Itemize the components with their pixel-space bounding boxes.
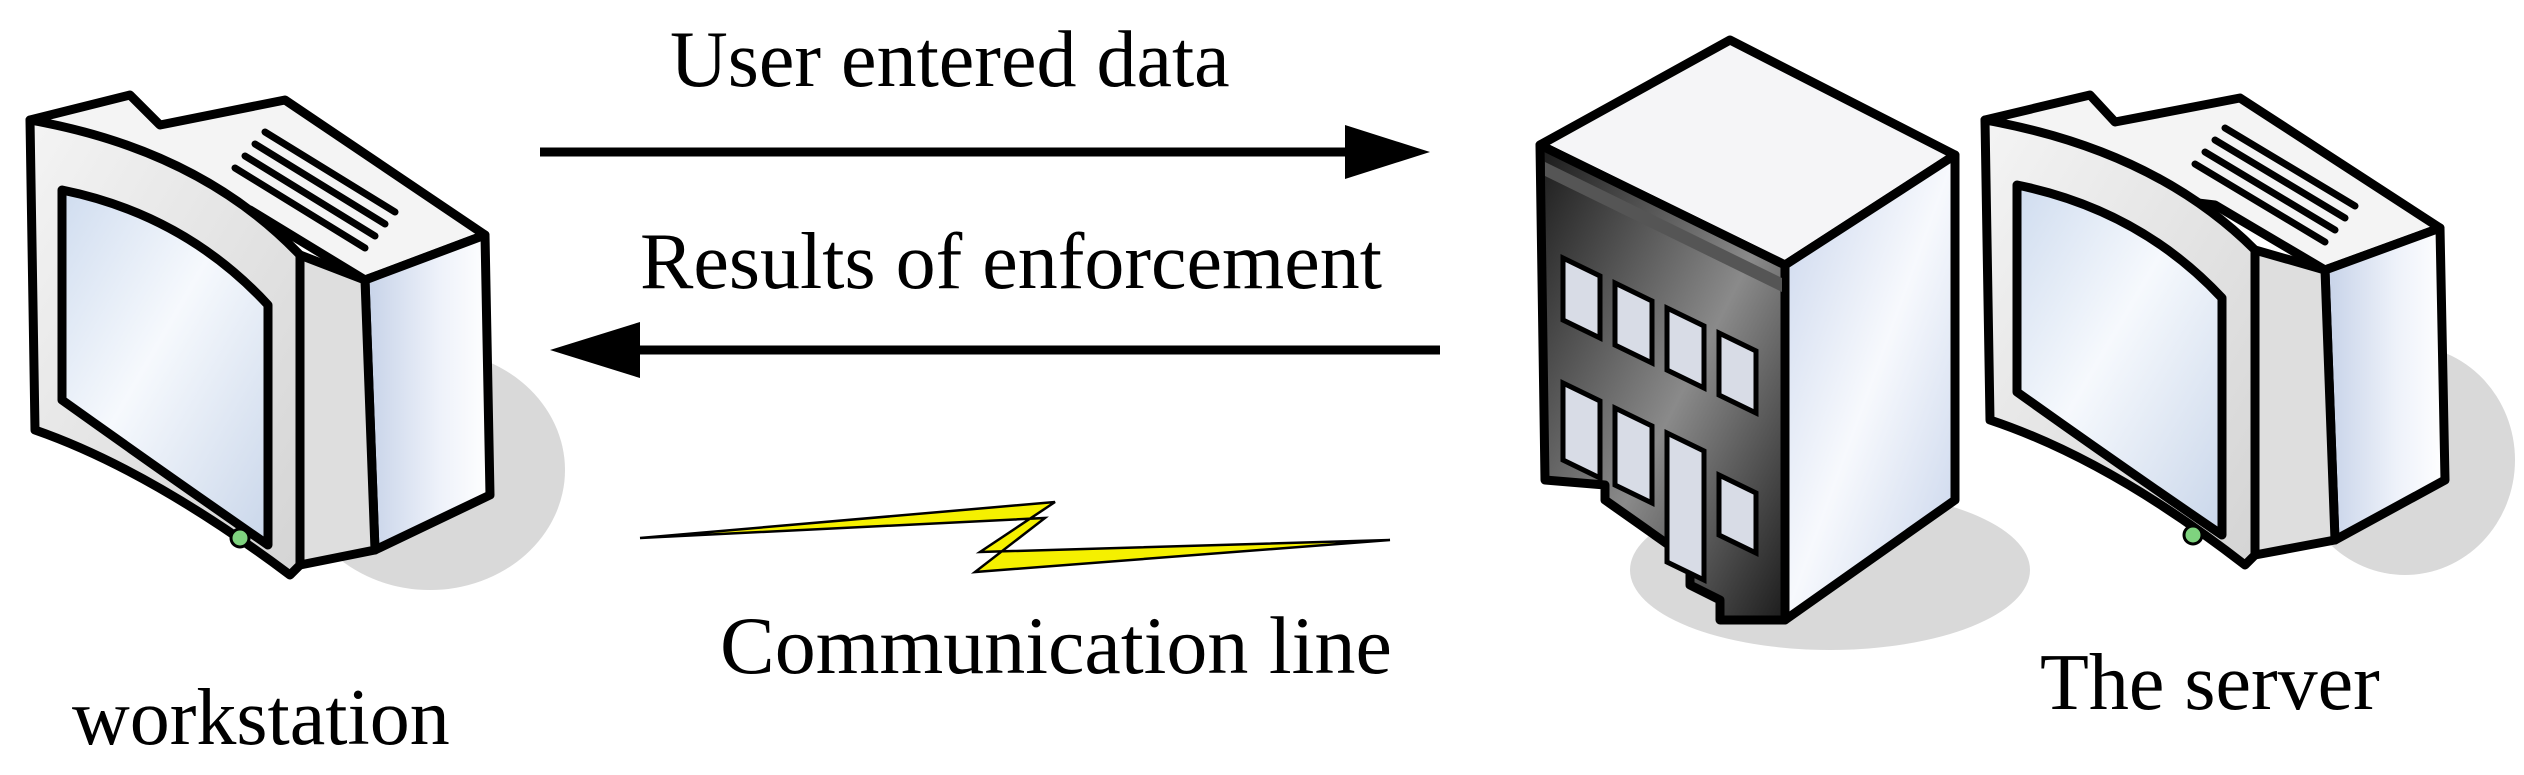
building-icon [1535,35,2030,650]
workstation-label: workstation [72,674,450,762]
user-entered-data-label: User entered data [670,16,1230,104]
lightning-bolt-icon [639,500,1391,574]
workstation-monitor-icon [25,90,565,590]
user-entered-data-arrow [540,125,1430,179]
results-of-enforcement-label: Results of enforcement [640,218,1382,306]
server-monitor-icon [1980,90,2515,575]
communication-line-label: Communication line [720,600,1392,691]
server-label: The server [2040,639,2380,727]
results-of-enforcement-arrow [550,322,1440,378]
